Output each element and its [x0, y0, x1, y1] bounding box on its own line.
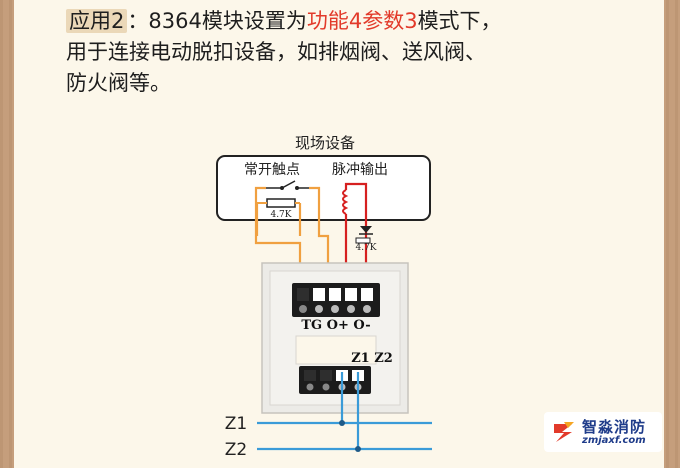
- terminal-labels-top: TG O+ O-: [301, 318, 370, 333]
- resistor-2: [355, 237, 371, 244]
- diode-icon: [359, 226, 373, 235]
- normally-open-switch: [266, 180, 309, 190]
- terminal-block-top: [292, 283, 380, 317]
- header-line1-part2: 模式下，: [417, 9, 502, 33]
- normally-open-contact-label: 常开触点: [244, 162, 300, 178]
- junction-z1: [339, 420, 345, 426]
- watermark-url: zmjaxf.com: [582, 435, 646, 446]
- watermark: 智淼消防 zmjaxf.com: [544, 412, 662, 452]
- orange-wires: [254, 186, 330, 292]
- header-line-1: 应用2：8364模块设置为功能4参数3模式下，: [66, 6, 646, 37]
- header-line-3: 防火阀等。: [66, 71, 171, 95]
- header-text: 应用2：8364模块设置为功能4参数3模式下， 用于连接电动脱扣设备，如排烟阀、…: [66, 6, 646, 99]
- header-line-2: 用于连接电动脱扣设备，如排烟阀、送风阀、: [66, 40, 486, 64]
- app-colon: ：: [127, 9, 149, 33]
- bus-label-z2: Z2: [225, 440, 247, 460]
- app-label: 应用2: [66, 9, 128, 33]
- terminal-labels-bottom: Z1 Z2: [351, 351, 393, 366]
- header-highlight: 功能4参数3: [306, 9, 418, 33]
- junction-z2: [355, 446, 361, 452]
- header-line1-part1: 8364模块设置为: [148, 9, 307, 33]
- resistor-2-label: 4.7K: [355, 243, 376, 253]
- brand-logo-icon: [554, 422, 574, 442]
- pulse-coil: [342, 189, 349, 215]
- field-device-title: 现场设备: [295, 134, 355, 152]
- bus-label-z1: Z1: [225, 414, 247, 434]
- pulse-output-label: 脉冲输出: [332, 162, 388, 178]
- resistor-1-label: 4.7K: [270, 210, 291, 220]
- terminal-block-bottom: [299, 366, 371, 394]
- resistor-1: [266, 198, 296, 208]
- watermark-name: 智淼消防: [582, 418, 647, 436]
